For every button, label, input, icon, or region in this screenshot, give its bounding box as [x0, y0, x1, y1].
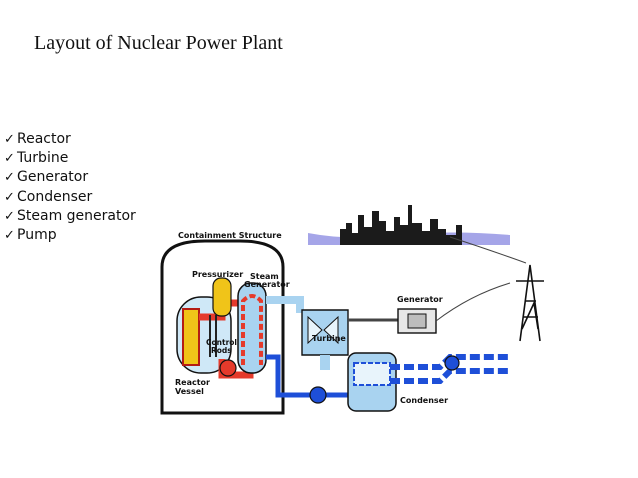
list-item-label: Turbine: [17, 150, 69, 167]
list-item-label: Condenser: [17, 188, 93, 205]
condenser-tubes: [353, 362, 391, 386]
list-item-condenser: ✓Condenser: [4, 188, 136, 207]
reactor-vessel-label: Reactor: [175, 378, 210, 387]
reactor-pump: [219, 359, 237, 377]
generator-label: Generator: [397, 295, 443, 304]
list-item-label: Generator: [17, 169, 89, 186]
list-item-reactor: ✓Reactor: [4, 130, 136, 149]
generator-rotor: [407, 313, 427, 329]
condensate-return-line: [266, 354, 350, 398]
transmission-line: [449, 236, 527, 264]
list-item-turbine: ✓Turbine: [4, 149, 136, 168]
component-checklist: ✓Reactor ✓Turbine ✓Generator ✓Condenser …: [4, 130, 136, 245]
nuclear-plant-diagram: Containment Structure Control Rods React…: [160, 205, 544, 415]
check-icon: ✓: [4, 189, 15, 205]
check-icon: ✓: [4, 151, 15, 167]
control-rods-label: Rods: [211, 346, 232, 355]
turbine-label: Turbine: [312, 334, 346, 343]
pressurizer: [212, 277, 232, 317]
steam-generator-tubes: [241, 294, 263, 365]
cooling-water-inlet: [390, 368, 510, 384]
list-item-steam-generator: ✓Steam generator: [4, 207, 136, 226]
reactor-vessel-label: Vessel: [175, 387, 204, 396]
list-item-label: Steam generator: [17, 207, 136, 224]
control-rods-label: Control: [206, 338, 237, 347]
list-item-label: Reactor: [17, 131, 71, 147]
steam-line: [266, 296, 304, 313]
list-item-pump: ✓Pump: [4, 226, 136, 245]
reactor-core: [182, 308, 200, 366]
list-item-label: Pump: [17, 227, 57, 244]
transmission-tower: [516, 264, 544, 342]
check-icon: ✓: [4, 208, 15, 224]
turbine-blades: [307, 315, 339, 345]
check-icon: ✓: [4, 170, 15, 186]
condensate-pump: [309, 386, 327, 404]
slide-title: Layout of Nuclear Power Plant: [34, 32, 283, 54]
cooling-water-pump: [444, 355, 460, 371]
condenser-label: Condenser: [400, 396, 448, 405]
list-item-generator: ✓Generator: [4, 168, 136, 187]
containment-structure-label: Containment Structure: [178, 231, 282, 240]
transmission-line: [435, 282, 511, 322]
check-icon: ✓: [4, 132, 15, 147]
steam-generator-label: Steam: [250, 272, 279, 281]
pressurizer-label: Pressurizer: [192, 270, 243, 279]
city-skyline: [340, 205, 462, 245]
check-icon: ✓: [4, 228, 15, 244]
steam-generator-label: Generator: [244, 280, 290, 289]
